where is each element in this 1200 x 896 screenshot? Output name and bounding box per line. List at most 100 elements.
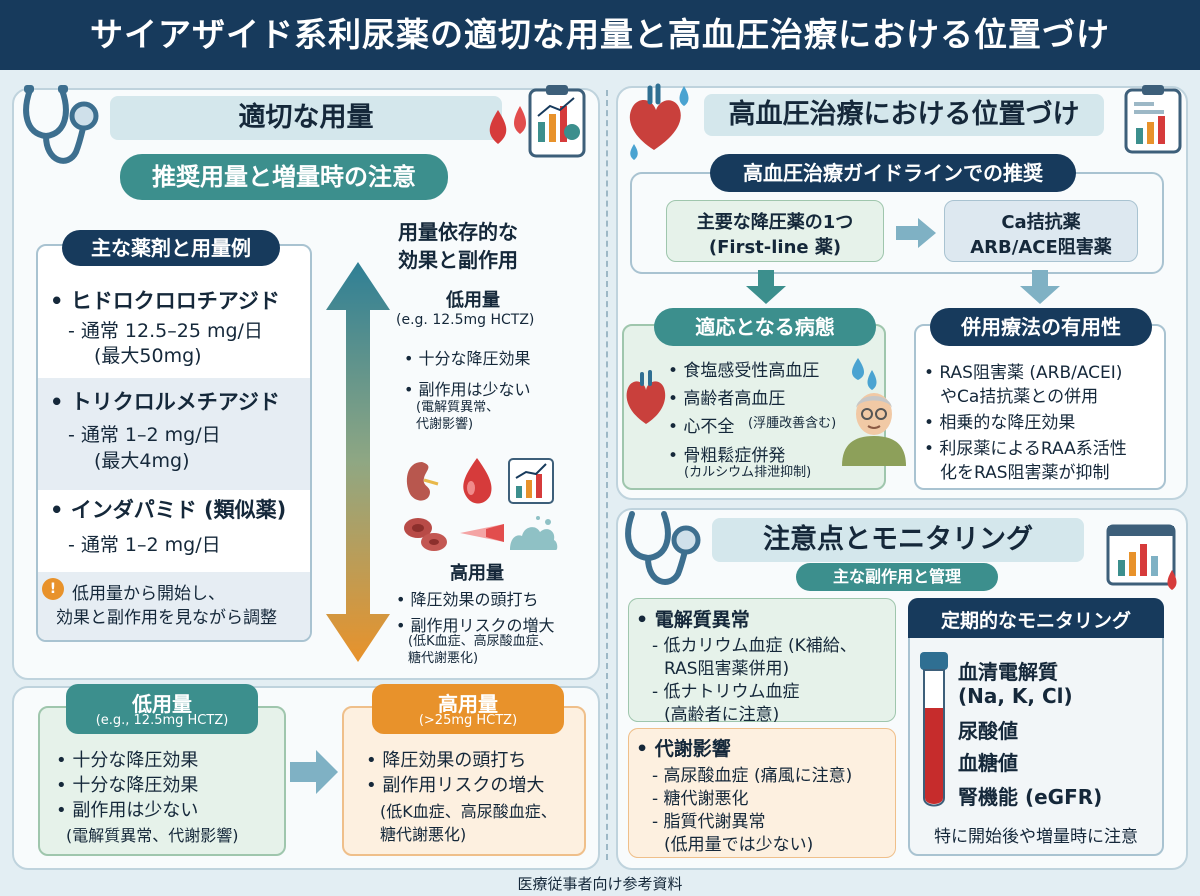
low-dose-box-title: 低用量: [132, 692, 192, 716]
dependence-title-2: 効果と副作用: [398, 248, 518, 272]
dose-section-title: 適切な用量: [238, 102, 374, 133]
blood-drops-icon: [484, 104, 534, 150]
dose-note-line1: 低用量から開始し、: [72, 584, 225, 604]
combination-pill: 併用療法の有用性: [930, 308, 1152, 346]
monitoring-box-title: 定期的なモニタリング: [940, 610, 1131, 632]
stethoscope-icon: [16, 82, 102, 178]
combination-item-3: • 利尿薬によるRAA系活性: [924, 439, 1127, 459]
electrolyte-item-1b: RAS阻害薬併用): [664, 659, 790, 679]
metabolic-title: • 代謝影響: [636, 738, 731, 760]
monitoring-title-band: [712, 518, 1084, 562]
clipboard-chart-icon-2: [1122, 82, 1184, 156]
dose-subtitle-pill: 推奨用量と増量時の注意: [120, 154, 448, 200]
drugs-box: [36, 244, 312, 642]
high-dose-sub-2: 糖代謝悪化): [408, 651, 479, 666]
footer-note: 医療従事者向け参考資料: [517, 875, 683, 893]
combination-item-2: • 相乗的な降圧効果: [924, 413, 1076, 433]
metabolic-item-3: - 脂質代謝異常: [652, 812, 766, 832]
high-dose-box-item-2: • 副作用リスクの増大: [366, 775, 545, 796]
low-dose-sub-2: 代謝影響): [416, 417, 474, 432]
red-cells-icon: [402, 514, 458, 554]
high-dose-item-1: • 降圧効果の頭打ち: [396, 590, 539, 609]
position-section-title: 高血圧治療における位置づけ: [728, 99, 1080, 130]
low-dose-box-example: (e.g., 12.5mg HCTZ): [95, 713, 229, 728]
page-title: サイアザイド系利尿薬の適切な用量と高血圧治療における位置づけ: [0, 0, 1200, 70]
elderly-person-icon: [836, 380, 912, 466]
monitoring-item-3: 血糖値: [958, 751, 1018, 775]
monitoring-box: [908, 598, 1164, 856]
high-dose-box-title: 高用量: [438, 692, 498, 716]
high-dose-sub-1: (低K血症、高尿酸血症、: [408, 634, 552, 649]
high-dose-label: 高用量: [450, 563, 504, 584]
low-dose-box-item-1: • 十分な降圧効果: [56, 750, 199, 771]
monitoring-box-header: [908, 598, 1164, 638]
down-arrow-left: [746, 270, 786, 304]
combination-item-1: • RAS阻害薬 (ARB/ACEI): [924, 363, 1123, 383]
chart-icon: [508, 458, 554, 504]
metabolic-item-2: - 糖代謝悪化: [652, 789, 749, 809]
drug-dose-hctz: - 通常 12.5–25 mg/日: [68, 320, 263, 342]
drug-max-hctz: (最大50mg): [94, 345, 202, 367]
high-dose-item-2: • 副作用リスクの増大: [396, 616, 555, 635]
metabolic-item-1: - 高尿酸血症 (痛風に注意): [652, 766, 853, 786]
electrolyte-item-2: - 低ナトリウム血症: [652, 682, 800, 702]
electrolyte-title: • 電解質異常: [636, 609, 750, 631]
indications-pill: 適応となる病態: [654, 308, 876, 346]
cone-icon: [460, 522, 504, 544]
combo-drug-1: Ca拮抗薬: [1001, 212, 1081, 233]
low-dose-box-item-2: • 十分な降圧効果: [56, 775, 199, 796]
low-dose-example: (e.g. 12.5mg HCTZ): [396, 312, 535, 328]
low-dose-box-sub: (電解質異常、代謝影響): [66, 826, 239, 845]
drug-max-trichlor: (最大4mg): [94, 450, 190, 472]
drug-name-indapamide: • インダパミド (類似薬): [50, 498, 287, 522]
dependence-title-1: 用量依存的な: [398, 220, 518, 244]
low-dose-label: 低用量: [446, 290, 500, 311]
drug-dose-indapamide: - 通常 1–2 mg/日: [68, 534, 221, 556]
high-dose-box-sub-1: (低K血症、高尿酸血症、: [380, 802, 557, 821]
dose-note-line2: 効果と副作用を見ながら調整: [56, 608, 277, 628]
high-dose-box-example: (>25mg HCTZ): [418, 713, 518, 728]
electrolyte-box: [628, 598, 896, 722]
combo-drug-2: ARB/ACE阻害薬: [970, 237, 1112, 258]
monitor-chart-icon: [1106, 520, 1186, 596]
metabolic-box: [628, 728, 896, 858]
first-line-box: [666, 200, 884, 262]
low-dose-header: [66, 684, 258, 734]
monitoring-section-title: 注意点とモニタリング: [763, 524, 1033, 555]
electrolyte-item-1: - 低カリウム血症 (K補給、: [652, 636, 857, 656]
position-title-band: [704, 94, 1104, 136]
drug-name-trichlor: • トリクロルメチアジド: [50, 390, 280, 414]
drugs-title-pill: 主な薬剤と用量例: [62, 230, 280, 266]
low-dose-item-2: • 副作用は少ない: [404, 380, 531, 399]
high-dose-header: [372, 684, 564, 734]
high-dose-box-item-1: • 降圧効果の頭打ち: [366, 750, 527, 771]
drug-dose-trichlor: - 通常 1–2 mg/日: [68, 424, 221, 446]
heart-drops-icon: [624, 80, 700, 164]
high-dose-box-sub-2: 糖代謝悪化): [380, 825, 467, 844]
combination-item-3b: 化をRAS阻害薬が抑制: [940, 463, 1110, 483]
low-dose-item-1: • 十分な降圧効果: [404, 349, 531, 368]
monitoring-item-2: 尿酸値: [958, 719, 1018, 743]
compare-arrow: [290, 750, 338, 794]
guideline-arrow: [896, 218, 936, 248]
foam-icon: [508, 512, 558, 552]
down-arrow-right: [1020, 270, 1060, 304]
column-divider: [606, 90, 608, 860]
indication-item-4: • 骨粗鬆症併発: [668, 446, 786, 466]
drug-row-bg-note: [38, 572, 310, 640]
monitoring-note: 特に開始後や増量時に注意: [934, 827, 1138, 847]
low-dose-sub-1: (電解質異常、: [416, 400, 500, 415]
indication-item-1: • 食塩感受性高血圧: [668, 361, 820, 381]
water-drops-icon: [846, 356, 880, 394]
monitoring-item-1: 血清電解質: [958, 660, 1058, 684]
indication-item-2: • 高齢者高血圧: [668, 389, 786, 409]
monitoring-item-1b: (Na, K, Cl): [958, 684, 1073, 708]
metabolic-item-3b: (低用量では少ない): [664, 835, 814, 855]
dose-gradient-arrow: [326, 262, 390, 662]
clipboard-chart-icon: [526, 82, 588, 160]
indication-item-3-note: (浮腫改善含む): [748, 416, 837, 431]
low-dose-box-item-3: • 副作用は少ない: [56, 800, 199, 821]
blood-drop-icon: [456, 456, 498, 506]
kidney-icon: [402, 458, 442, 506]
indication-item-4-note: (カルシウム排泄抑制): [684, 465, 812, 480]
